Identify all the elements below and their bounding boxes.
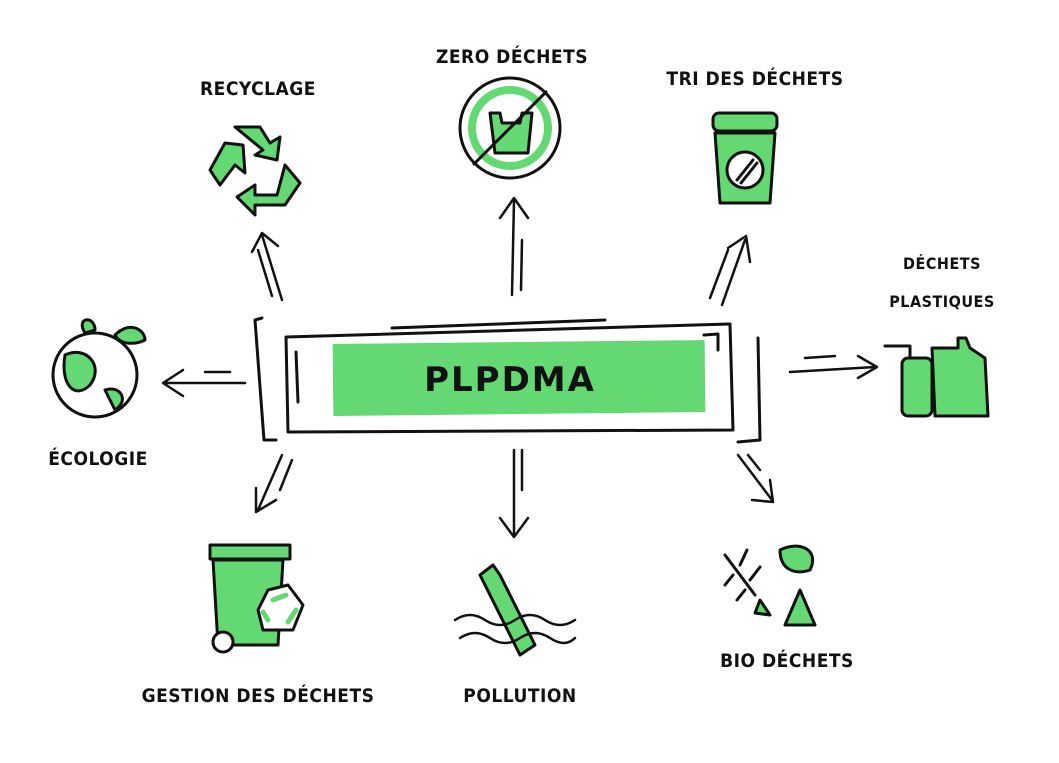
recycling-bin-icon [208,543,305,654]
node-label-ecologie: ÉCOLOGIE [48,448,148,470]
arrow-pollution [498,448,530,539]
node-label-dechets-plastiques-2: PLASTIQUES [889,292,995,311]
no-plastic-bag-icon [458,76,562,180]
plastic-bottles-icon [883,336,990,418]
arrows [161,196,879,539]
center-title: PLPDMA [424,360,596,400]
node-label-bio-dechets: BIO DÉCHETS [720,650,854,672]
center-box [253,316,762,444]
arrow-plastiques [788,354,879,380]
arrow-bio [736,453,775,504]
recycle-icon [208,125,302,217]
node-label-pollution: POLLUTION [463,685,577,707]
node-label-gestion-dechets: GESTION DES DÉCHETS [141,685,375,707]
globe-leaf-icon [51,318,147,419]
arrow-recyclage [250,231,284,302]
arrow-ecologie [161,368,247,398]
arrow-zero-dechets [498,196,530,297]
node-label-zero-dechets: ZERO DÉCHETS [435,46,589,68]
node-label-tri-dechets: TRI DES DÉCHETS [666,68,844,90]
node-label-recyclage: RECYCLAGE [200,78,316,100]
arrow-gestion [254,453,294,514]
node-label-dechets-plastiques-1: DÉCHETS [903,254,981,273]
bottle-in-water-icon [453,563,577,657]
organic-waste-icon [723,544,817,627]
arrow-tri [708,234,752,307]
trash-bin-icon [711,111,779,205]
